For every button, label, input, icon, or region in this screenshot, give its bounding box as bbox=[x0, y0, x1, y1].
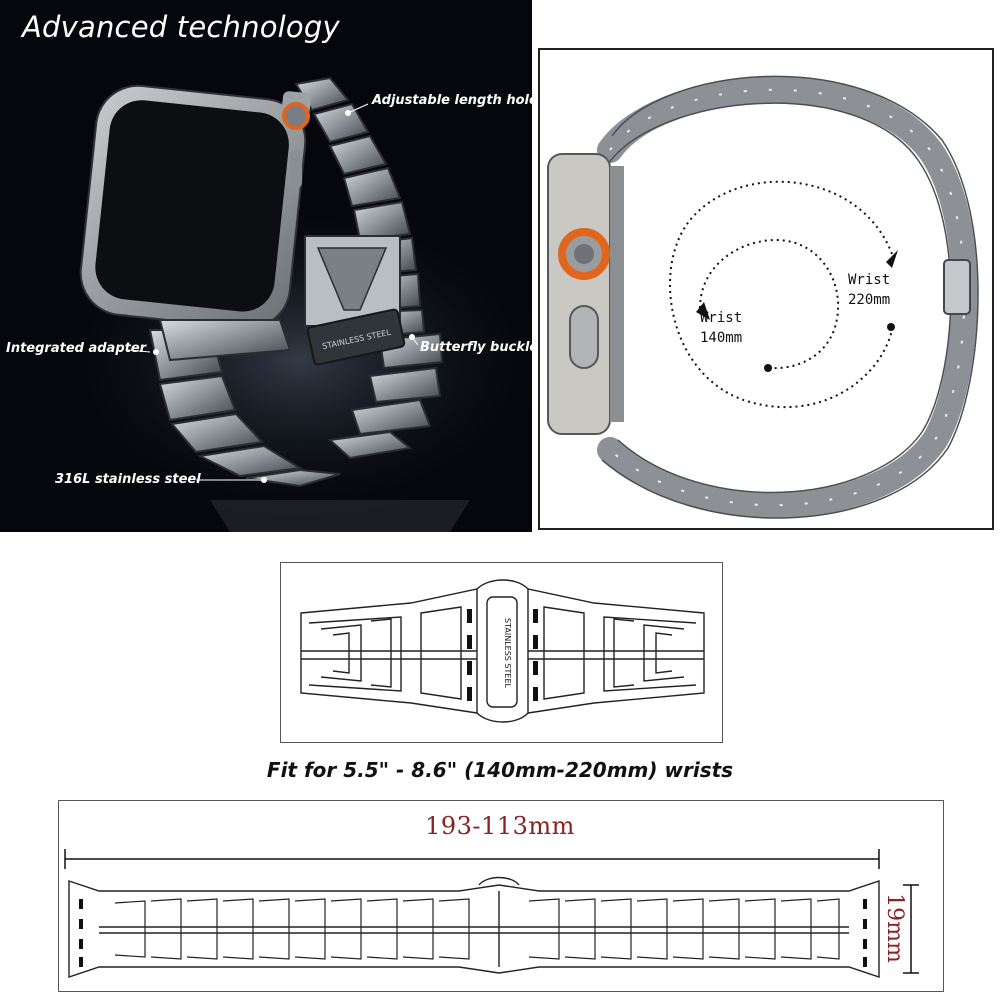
width-dimension-line bbox=[903, 884, 919, 974]
wrist-large-label: Wrist 220mm bbox=[848, 272, 891, 308]
reflection bbox=[210, 500, 470, 532]
length-label: 193-113mm bbox=[425, 812, 575, 840]
watch-side-view bbox=[547, 153, 624, 435]
orange-crown bbox=[282, 102, 310, 130]
length-diagram-svg bbox=[64, 849, 919, 978]
band-length-diagram bbox=[58, 800, 944, 992]
integrated-adapter bbox=[158, 319, 292, 362]
fit-caption: Fit for 5.5" - 8.6" (140mm-220mm) wrists bbox=[266, 758, 734, 782]
band-line-drawing: STAINLESS STEEL bbox=[280, 562, 723, 743]
callout-material: 316L stainless steel bbox=[55, 472, 201, 487]
adjustment-holes bbox=[467, 609, 538, 701]
band-link-seams bbox=[609, 88, 966, 507]
end-adapter-slots bbox=[79, 899, 867, 967]
side-button bbox=[569, 305, 599, 369]
width-label: 19mm bbox=[882, 893, 907, 963]
strap-engraving: STAINLESS STEEL bbox=[503, 618, 512, 688]
callout-adjustable-hole: Adjustable length hole bbox=[372, 93, 532, 108]
advanced-technology-panel: STAINLESS STEEL Advanced technology Adju… bbox=[0, 0, 532, 532]
wrist-small-label: Wrist 140mm bbox=[700, 310, 743, 346]
callout-dots bbox=[153, 110, 415, 483]
strap-outline-svg: STAINLESS STEEL bbox=[300, 579, 705, 723]
wrist-size-panel: Wrist 140mm Wrist 220mm bbox=[538, 48, 994, 530]
side-button bbox=[290, 150, 302, 188]
butterfly-buckle: STAINLESS STEEL bbox=[304, 235, 406, 366]
length-dimension-line bbox=[64, 849, 880, 869]
side-clasp bbox=[943, 259, 971, 315]
callout-butterfly-buckle: Butterfly buckle bbox=[420, 340, 532, 355]
wrist-arrows bbox=[669, 180, 893, 408]
arrow-heads bbox=[696, 250, 898, 372]
watch-band-illustration: STAINLESS STEEL bbox=[40, 76, 532, 532]
callout-integrated-adapter: Integrated adapter bbox=[6, 341, 147, 356]
panel-title: Advanced technology bbox=[22, 10, 340, 44]
flat-strap-outline bbox=[68, 876, 880, 978]
watch-case bbox=[79, 84, 311, 330]
band-loop-illustration bbox=[547, 75, 979, 519]
